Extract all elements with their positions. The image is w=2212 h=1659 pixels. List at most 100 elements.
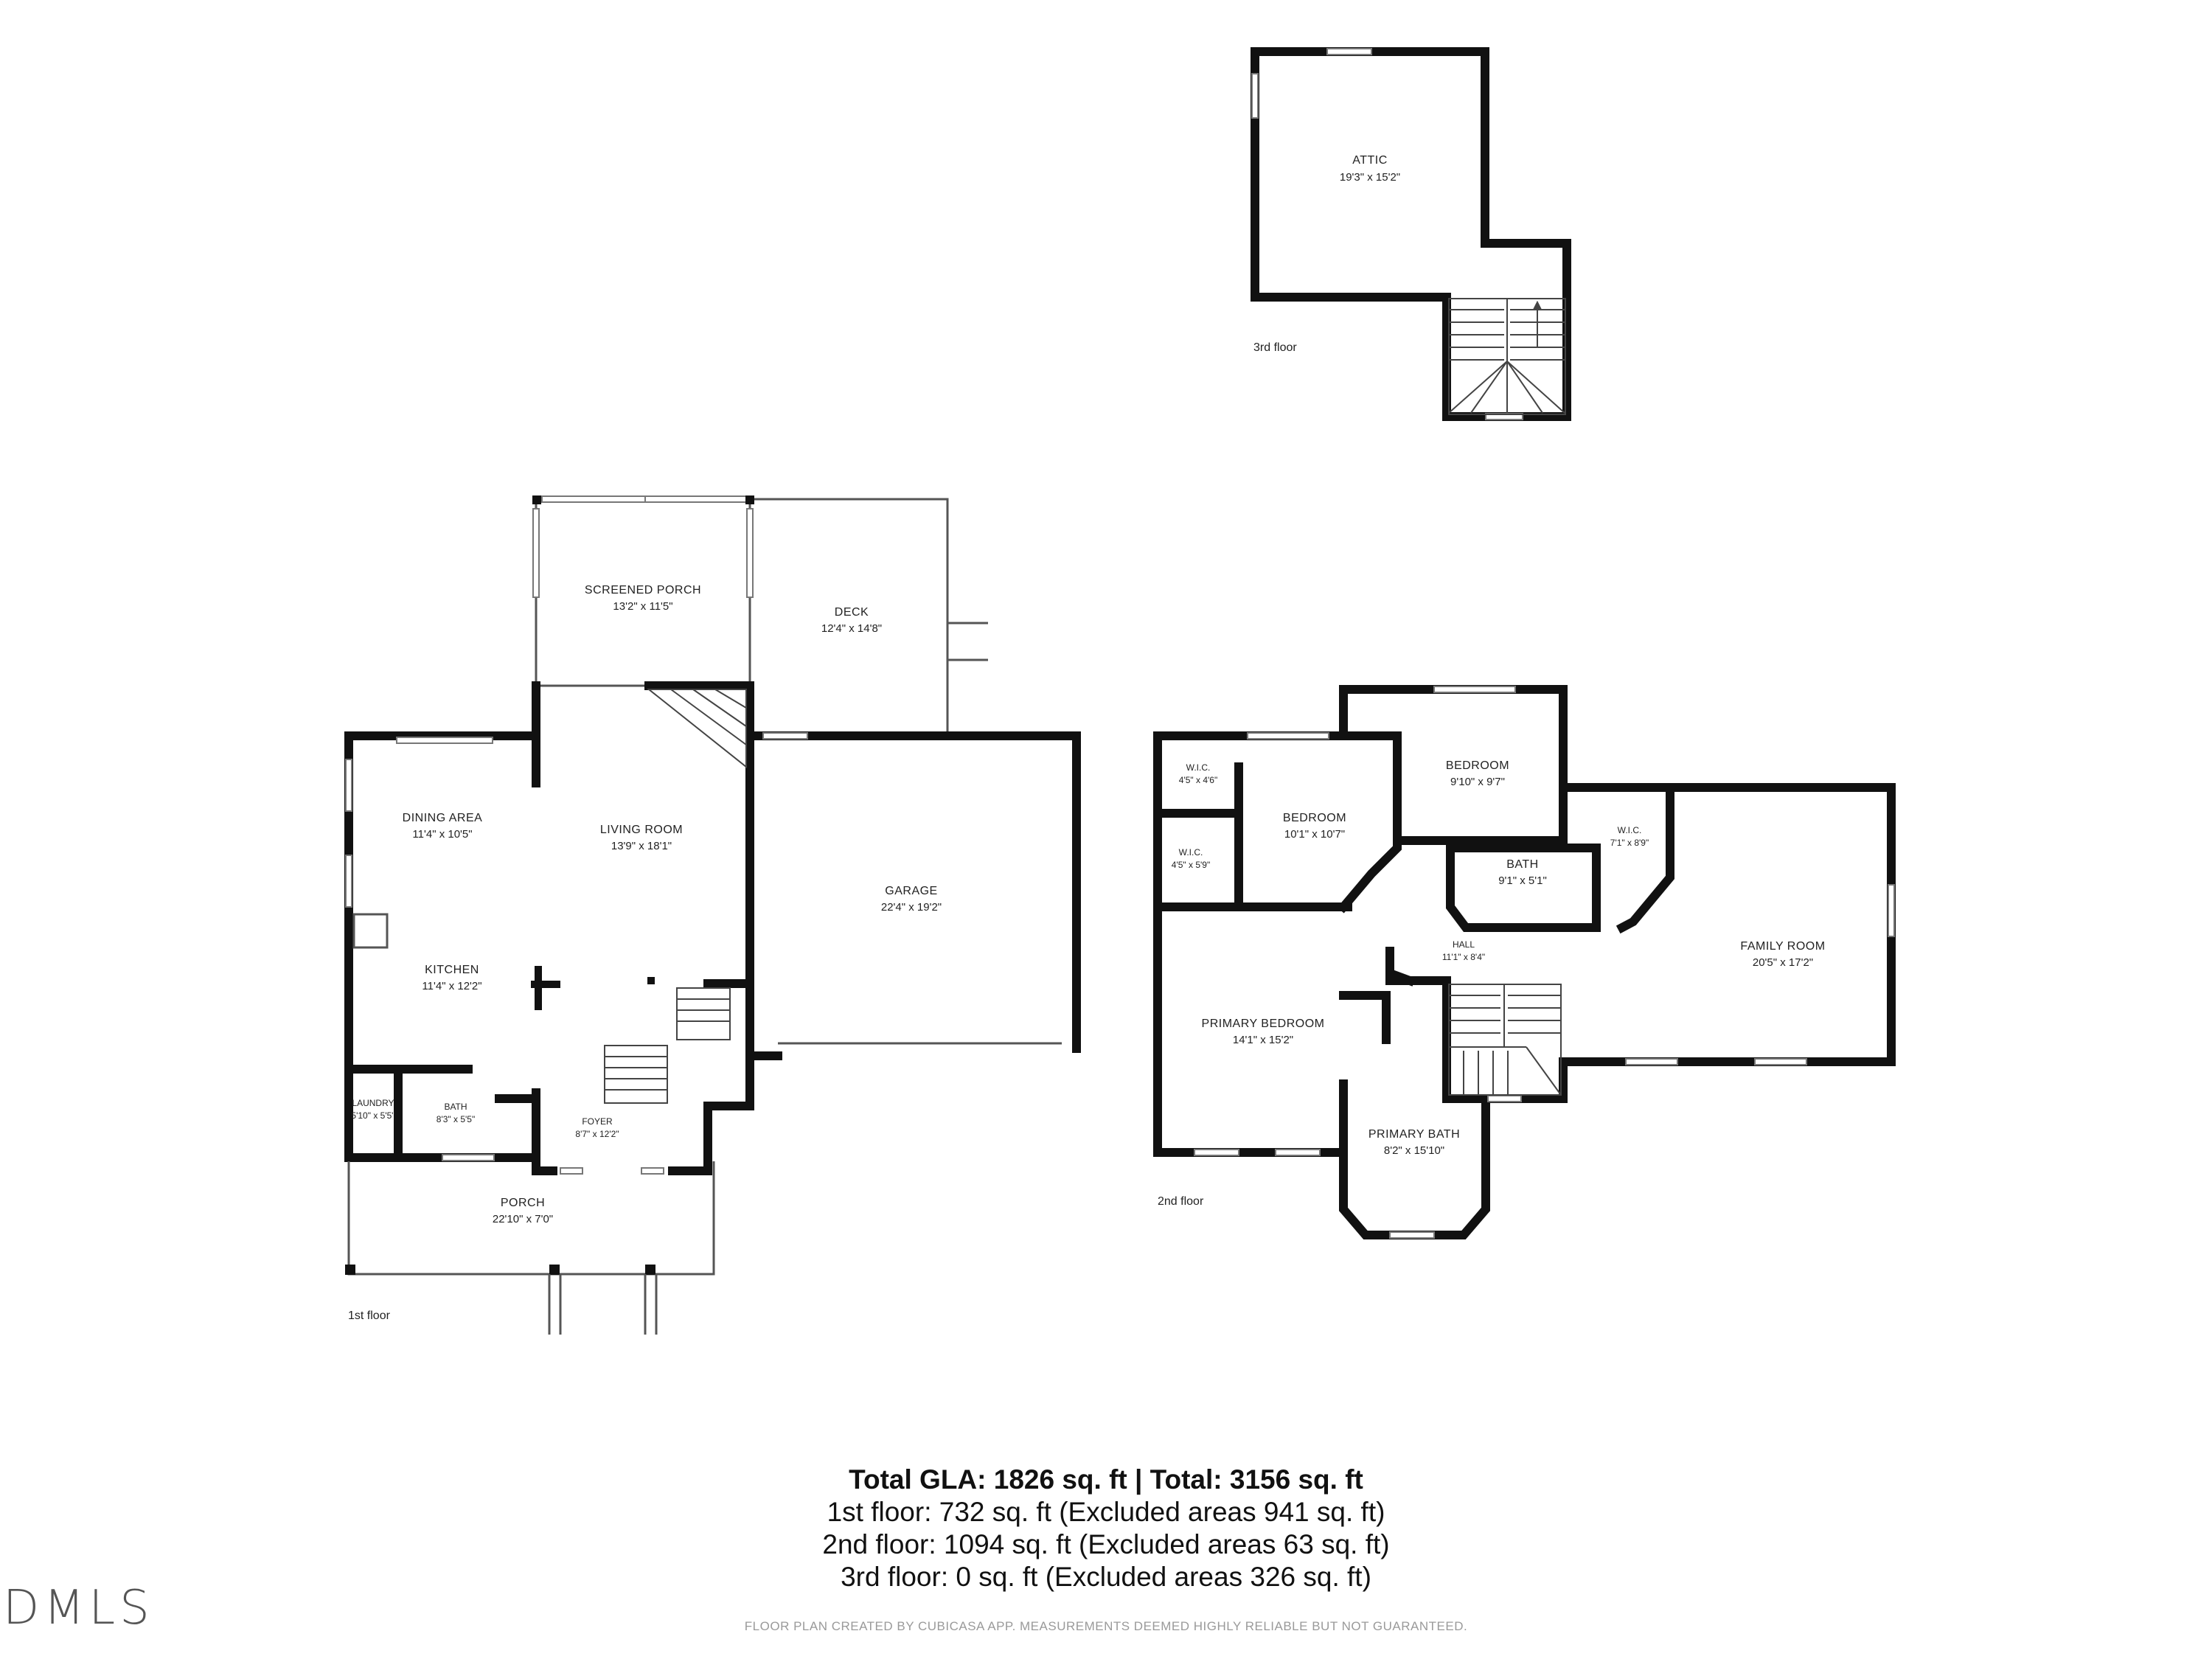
foyer-outline (532, 1088, 557, 1175)
window (345, 855, 352, 908)
window (1625, 1058, 1678, 1065)
window (1326, 48, 1372, 55)
room-dims-hall: 11'1" x 8'4" (1442, 952, 1485, 962)
floor-label-first: 1st floor (348, 1310, 391, 1322)
fireplace (352, 913, 389, 949)
window (541, 495, 646, 503)
room-dims-kitchen: 11'4" x 12'2" (422, 980, 481, 992)
room-name-wic-3: W.I.C. (1618, 825, 1642, 835)
disclaimer-footer: FLOOR PLAN CREATED BY CUBICASA APP. MEAS… (744, 1619, 1468, 1633)
window (1754, 1058, 1807, 1065)
room-name-bath-second: BATH (1506, 858, 1538, 871)
foyer-staircase (604, 987, 731, 1104)
room-name-laundry: LAUNDRY (352, 1098, 394, 1108)
room-name-living-room: LIVING ROOM (600, 824, 683, 836)
window (641, 1167, 664, 1175)
primary-bath-outline (1339, 1079, 1490, 1239)
room-dims-primary-bath: 8'2" x 15'10" (1384, 1144, 1444, 1157)
room-name-bedroom-2: BEDROOM (1446, 759, 1509, 772)
window (532, 508, 540, 598)
floor-label-third: 3rd floor (1253, 341, 1297, 354)
foyer-outline (668, 1043, 754, 1175)
post (532, 495, 541, 504)
window (1247, 732, 1329, 740)
window (345, 759, 352, 812)
post (549, 1265, 560, 1275)
room-dims-foyer: 8'7" x 12'2" (575, 1129, 619, 1139)
room-name-attic: ATTIC (1352, 154, 1388, 167)
room-name-hall: HALL (1453, 939, 1475, 950)
room-name-dining-area: DINING AREA (403, 812, 483, 824)
window (644, 495, 748, 503)
room-name-garage: GARAGE (885, 885, 937, 897)
room-name-porch: PORCH (501, 1197, 545, 1209)
window (560, 1167, 583, 1175)
room-name-screened-porch: SCREENED PORCH (585, 584, 701, 597)
bedroom2-wall (1393, 783, 1568, 845)
hall-stair-wall (1385, 976, 1451, 1103)
room-name-primary-bedroom: PRIMARY BEDROOM (1202, 1018, 1325, 1030)
room-dims-attic: 19'3" x 15'2" (1340, 171, 1400, 184)
room-dims-garage: 22'4" x 19'2" (881, 901, 942, 914)
room-dims-bath-first: 8'3" x 5'5" (437, 1114, 475, 1124)
column (531, 981, 560, 988)
window (396, 737, 493, 744)
room-name-deck: DECK (835, 606, 869, 619)
living-room-staircase (647, 689, 747, 769)
window (1251, 73, 1259, 119)
second-floor-outline (1153, 685, 1896, 1103)
bedroom-wall (1337, 731, 1402, 914)
garage-outline (745, 731, 1081, 1053)
third-floor-plan: ATTIC 19'3" x 15'2" 3rd floor (1251, 47, 1571, 421)
window (762, 732, 808, 740)
room-name-bath-first: BATH (444, 1102, 467, 1112)
window (1487, 1095, 1522, 1102)
room-dims-wic-3: 7'1" x 8'9" (1610, 838, 1649, 848)
primary-wall (1339, 991, 1391, 1044)
summary-third-floor: 3rd floor: 0 sq. ft (Excluded areas 326 … (841, 1562, 1371, 1592)
room-dims-dining-area: 11'4" x 10'5" (412, 828, 472, 841)
second-floor-plan: W.I.C. 4'5" x 4'6" BEDROOM 10'1" x 10'7"… (1153, 685, 1896, 1239)
room-dims-deck: 12'4" x 14'8" (821, 622, 882, 635)
window (1888, 884, 1895, 937)
room-dims-screened-porch: 13'2" x 11'5" (613, 600, 672, 613)
room-name-primary-bath: PRIMARY BATH (1368, 1128, 1460, 1141)
room-dims-primary-bedroom: 14'1" x 15'2" (1233, 1034, 1293, 1046)
window (1275, 1149, 1321, 1156)
summary-second-floor: 2nd floor: 1094 sq. ft (Excluded areas 6… (822, 1529, 1390, 1559)
room-dims-bedroom-1: 10'1" x 10'7" (1284, 828, 1345, 841)
window (442, 1154, 495, 1161)
window (1194, 1149, 1239, 1156)
room-dims-laundry: 5'10" x 5'5" (351, 1110, 394, 1121)
room-name-family-room: FAMILY ROOM (1740, 940, 1825, 953)
wic3-wall (1615, 783, 1674, 934)
hall-staircase (1448, 984, 1562, 1096)
first-floor-plan: SCREENED PORCH 13'2" x 11'5" DECK 12'4" … (344, 495, 1081, 1335)
room-dims-bath-second: 9'1" x 5'1" (1498, 874, 1547, 887)
attic-outline (1251, 47, 1571, 421)
deck-outline (750, 498, 949, 736)
attic-staircase (1448, 298, 1566, 415)
room-dims-wic-2: 4'5" x 5'9" (1172, 860, 1210, 870)
room-dims-family-room: 20'5" x 17'2" (1753, 956, 1813, 969)
summary-first-floor: 1st floor: 732 sq. ft (Excluded areas 94… (827, 1497, 1385, 1527)
post (745, 495, 754, 504)
room-name-kitchen: KITCHEN (425, 964, 479, 976)
window (746, 508, 754, 598)
room-dims-bedroom-2: 9'10" x 9'7" (1450, 776, 1505, 788)
room-name-wic-2: W.I.C. (1179, 847, 1203, 858)
house-outline (644, 681, 754, 988)
window (1389, 1231, 1435, 1239)
room-name-foyer: FOYER (582, 1116, 613, 1127)
room-dims-living-room: 13'9" x 18'1" (611, 840, 672, 852)
dmls-logo: DMLS (3, 1581, 154, 1635)
post (645, 1265, 655, 1275)
bath-second-outline (1446, 844, 1601, 932)
porch-outline (347, 1161, 715, 1276)
post (345, 1265, 355, 1275)
floor-label-second: 2nd floor (1158, 1195, 1204, 1208)
second-floor-outline (1153, 731, 1348, 1157)
room-name-bedroom-1: BEDROOM (1283, 812, 1346, 824)
summary-total: Total GLA: 1826 sq. ft | Total: 3156 sq.… (849, 1464, 1363, 1495)
